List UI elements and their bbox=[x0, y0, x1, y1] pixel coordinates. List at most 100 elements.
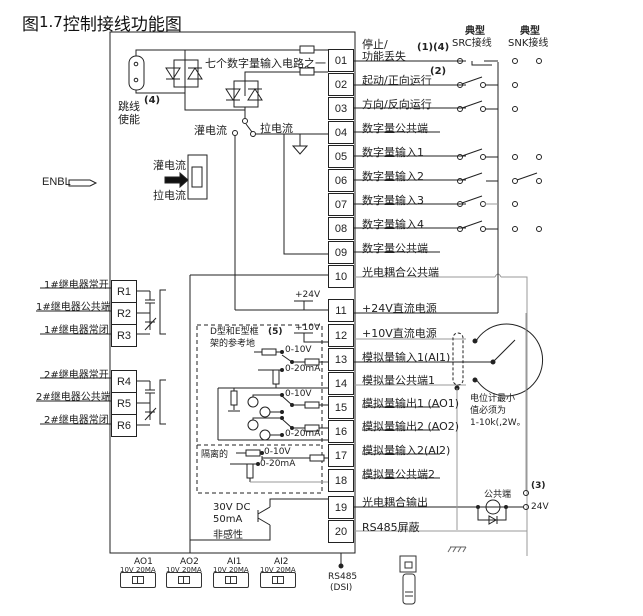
isolated-label: 隔离的 bbox=[201, 450, 229, 460]
dip-ao1-opt1: 10V bbox=[120, 566, 134, 574]
pot-note-line2: 值必须为 bbox=[470, 406, 507, 416]
dip-switch-knob[interactable] bbox=[272, 576, 284, 584]
dip-switch-ao2[interactable] bbox=[166, 572, 202, 588]
terminal-16: 16 bbox=[328, 420, 354, 443]
terminal-12-label: +10V直流电源 bbox=[362, 327, 437, 340]
dip-ao2-name: AO2 bbox=[180, 557, 199, 567]
plus10v-label: +10V bbox=[295, 323, 321, 333]
terminal-01-label-line2: 功能丢失 bbox=[362, 50, 406, 63]
terminal-02-note: (2) bbox=[430, 66, 447, 77]
dip-switch-ai2[interactable] bbox=[260, 572, 296, 588]
terminal-10-label: 光电耦合公共端 bbox=[362, 266, 439, 279]
ao2-current-range: 0-20mA bbox=[285, 429, 321, 439]
pot-note-line1: 电位计最小 bbox=[470, 394, 516, 404]
figure-title: 图1.7控制接线功能图 bbox=[22, 10, 182, 35]
ai1-voltage-range: 0-10V bbox=[285, 345, 312, 355]
dip-ao2-opt1: 10V bbox=[166, 566, 180, 574]
snk-header-line2: SNK接线 bbox=[508, 38, 549, 49]
dip-switch-ao1[interactable] bbox=[120, 572, 156, 588]
dip-switch-knob[interactable] bbox=[132, 576, 144, 584]
dip-ai2-options: 10V 20MA bbox=[260, 566, 296, 574]
frame-note-ref: (5) bbox=[268, 327, 283, 337]
title-number: 1.7 bbox=[39, 13, 63, 31]
sink-source-switch bbox=[187, 154, 208, 200]
input-circuit-label: 七个数字量输入电路之一 bbox=[205, 57, 326, 70]
terminal-04-label: 数字量公共端 bbox=[362, 122, 428, 135]
relay-r1-label: 1#继电器常开 bbox=[44, 280, 109, 291]
src-header-line2: SRC接线 bbox=[452, 38, 492, 49]
dip-ao1-options: 10V 20MA bbox=[120, 566, 156, 574]
dip-ao2-options: 10V 20MA bbox=[166, 566, 202, 574]
dip-switch-knob[interactable] bbox=[178, 576, 190, 584]
snk-terminals bbox=[512, 58, 542, 232]
relay-r6-label: 2#继电器常闭 bbox=[44, 415, 109, 426]
terminal-07: 07 bbox=[328, 193, 354, 216]
dip-ai2-opt2: 20MA bbox=[275, 566, 296, 574]
terminal-13: 13 bbox=[328, 348, 354, 371]
terminal-11-label: +24V直流电源 bbox=[362, 302, 437, 315]
terminal-15: 15 bbox=[328, 396, 354, 419]
terminal-09: 09 bbox=[328, 241, 354, 264]
terminal-09-label: 数字量公共端 bbox=[362, 242, 428, 255]
relay-terminal-r4: R4 bbox=[111, 370, 137, 393]
plus24v-label: +24V bbox=[295, 290, 321, 300]
snk-header-line1: 典型 bbox=[520, 26, 540, 37]
dip-switch-knob[interactable] bbox=[225, 576, 237, 584]
source-current-label: 拉电流 bbox=[260, 122, 293, 135]
ai1-current-range: 0-20mA bbox=[285, 364, 321, 374]
title-prefix: 图 bbox=[22, 15, 39, 35]
terminal-11: 11 bbox=[328, 299, 354, 322]
frame-note-line2: 架的参考地 bbox=[210, 339, 256, 349]
rj45-connector-icon bbox=[399, 555, 417, 605]
dip-ao1-opt2: 20MA bbox=[135, 566, 156, 574]
jumper-note: (4) bbox=[144, 95, 161, 106]
switch-sink-label: 灌电流 bbox=[153, 159, 186, 172]
common-terminal-label: 公共端 bbox=[484, 490, 512, 500]
terminal-06-label: 数字量输入2 bbox=[362, 170, 424, 183]
dip-ao1-name: AO1 bbox=[134, 557, 153, 567]
relay-r3-label: 1#继电器常闭 bbox=[44, 325, 109, 336]
terminal-02: 02 bbox=[328, 73, 354, 96]
terminal-18-label: 模拟量公共端2 bbox=[362, 468, 435, 481]
drive-enclosure bbox=[109, 31, 356, 554]
dip-ai2-name: AI2 bbox=[274, 557, 289, 567]
terminal-13-label: 模拟量输入1(AI1) bbox=[362, 351, 451, 364]
terminal-06: 06 bbox=[328, 169, 354, 192]
dip-switch-ai1[interactable] bbox=[213, 572, 249, 588]
terminal-08: 08 bbox=[328, 217, 354, 240]
dip-ai1-opt2: 20MA bbox=[228, 566, 249, 574]
ground-triangle-icon bbox=[291, 145, 309, 155]
opto-output-current: 50mA bbox=[213, 514, 243, 525]
relay-r4-label: 2#继电器常开 bbox=[44, 370, 109, 381]
terminal-07-label: 数字量输入3 bbox=[362, 194, 424, 207]
load-icon bbox=[485, 499, 501, 515]
terminal-03: 03 bbox=[328, 97, 354, 120]
v24-label: 24V bbox=[531, 502, 549, 512]
dip-ai1-options: 10V 20MA bbox=[213, 566, 249, 574]
relay-r5-label: 2#继电器公共端 bbox=[36, 392, 111, 403]
ai2-voltage-range: 0-10V bbox=[264, 447, 291, 457]
relay-2-contacts-icon bbox=[137, 379, 166, 426]
ai2-current-range: 0-20mA bbox=[260, 459, 296, 469]
terminal-03-label: 方向/反向运行 bbox=[362, 98, 432, 111]
chassis-ground-icon bbox=[447, 546, 467, 553]
sink-current-label: 灌电流 bbox=[194, 124, 227, 137]
terminal-15-label: 模拟量输出1 (AO1) bbox=[362, 397, 460, 410]
jumper-label-line1: 跳线 bbox=[118, 100, 140, 113]
optocoupler-2-icon bbox=[225, 71, 320, 108]
optocoupler-1-icon bbox=[165, 59, 203, 88]
relay-terminal-r2: R2 bbox=[111, 302, 137, 325]
relay-terminal-r5: R5 bbox=[111, 392, 137, 415]
relay-terminal-r6: R6 bbox=[111, 414, 137, 437]
relay-r2-label: 1#继电器公共端 bbox=[36, 302, 111, 313]
ao1-voltage-range: 0-10V bbox=[285, 389, 312, 399]
terminal-12: 12 bbox=[328, 324, 354, 347]
relay-terminal-r1: R1 bbox=[111, 280, 137, 303]
switch-source-label: 拉电流 bbox=[153, 189, 186, 202]
terminal-18: 18 bbox=[328, 469, 354, 492]
terminal-14-label: 模拟量公共端1 bbox=[362, 374, 435, 387]
terminal-19-label: 光电耦合输出 bbox=[362, 496, 428, 509]
terminal-19: 19 bbox=[328, 496, 354, 519]
terminal-04: 04 bbox=[328, 121, 354, 144]
